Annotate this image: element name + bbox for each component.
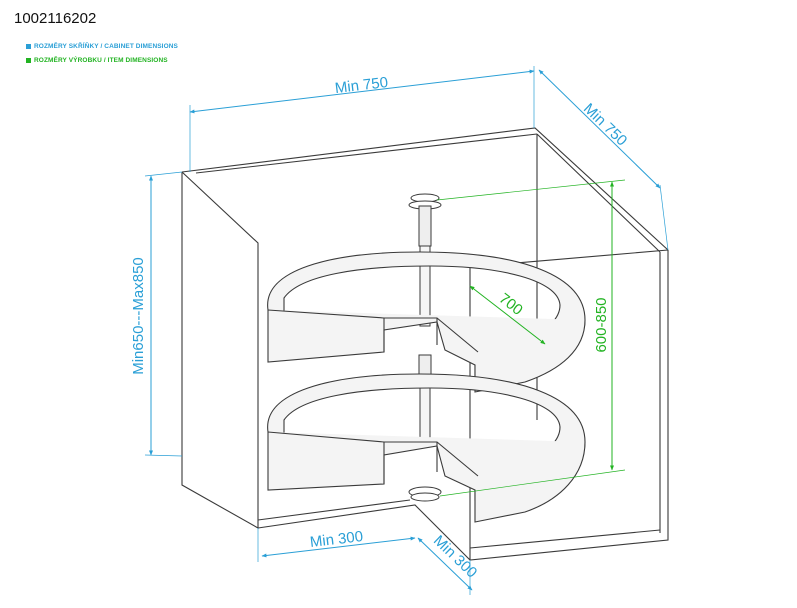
- dim-item-diameter: 700: [496, 290, 526, 319]
- dim-width-top: Min 750: [334, 74, 389, 97]
- central-pole: [408, 193, 442, 502]
- lower-tray: [267, 373, 586, 523]
- legend-cabinet-label: ROZMĚRY SKŘÍŇKY / CABINET DIMENSIONS: [34, 43, 178, 50]
- dim-item-height: 600-850: [593, 297, 610, 352]
- dim-opening-front: Min 300: [309, 528, 364, 551]
- legend-cabinet-swatch: [26, 44, 31, 49]
- product-code: 1002116202: [14, 10, 97, 27]
- legend-item-swatch: [26, 58, 31, 63]
- legend-item-label: ROZMĚRY VÝROBKU / ITEM DIMENSIONS: [34, 57, 168, 64]
- dim-cabinet-height: Min650---Max850: [130, 257, 147, 375]
- legend-cabinet-dimensions: ROZMĚRY SKŘÍŇKY / CABINET DIMENSIONS: [26, 43, 178, 50]
- dim-depth-top: Min 750: [580, 100, 630, 149]
- item-dimension-lines: [436, 179, 626, 497]
- legend-item-dimensions: ROZMĚRY VÝROBKU / ITEM DIMENSIONS: [26, 57, 168, 64]
- cabinet-dimension-lines: [144, 66, 669, 595]
